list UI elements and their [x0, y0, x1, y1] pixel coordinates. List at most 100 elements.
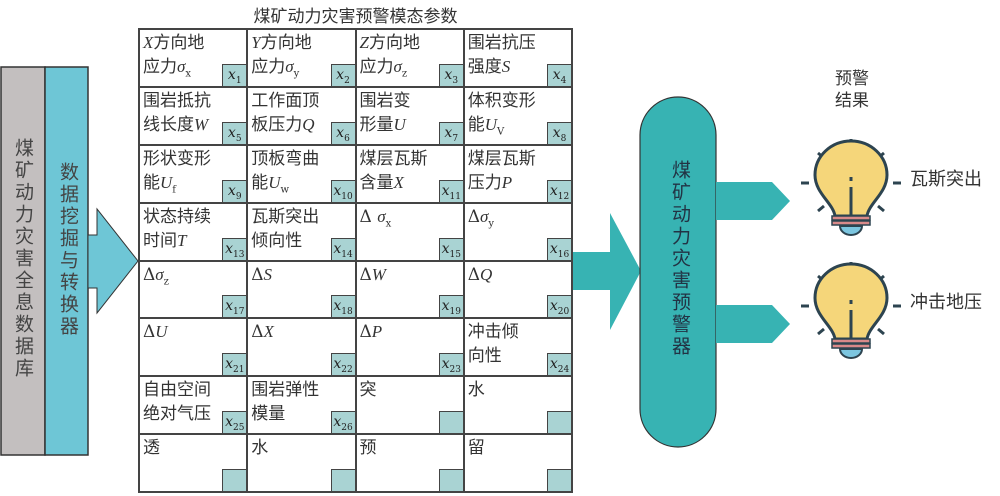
text-segment: 顶板弯曲	[251, 148, 320, 169]
parameter-cell: 留	[463, 434, 572, 492]
subscript: x	[385, 218, 392, 230]
variable-badge: x2	[330, 63, 355, 86]
variable-badge: x8	[547, 121, 571, 144]
cell-text: ΔS	[251, 263, 351, 287]
text-segment: S	[501, 57, 511, 76]
subscript: x	[185, 68, 192, 80]
cell-text: 状态持续	[143, 205, 243, 229]
cell-text: 应力σy	[251, 55, 351, 86]
parameter-cell: 预	[355, 434, 464, 492]
subscript: V	[497, 126, 505, 138]
text-segment: 水	[251, 438, 269, 459]
variable-badge: x1	[222, 63, 247, 86]
cell-text: 水	[251, 436, 351, 460]
variable-badge: x19	[438, 295, 463, 318]
variable-badge: x13	[222, 237, 247, 260]
text-segment: 能	[143, 172, 160, 193]
variable-badge: x10	[330, 179, 355, 202]
text-segment: Δ	[251, 322, 264, 343]
cell-text: 板压力Q	[251, 113, 351, 137]
cell-text: 时间T	[143, 229, 243, 253]
text-segment: 水	[467, 380, 485, 401]
cell-text: Δ σx	[360, 205, 460, 236]
cell-text: 能Uw	[251, 171, 351, 202]
cell-text: 压力P	[468, 171, 568, 195]
subscript: w	[280, 184, 290, 196]
variable-badge: x20	[547, 295, 571, 318]
cell-text: 突	[360, 378, 460, 402]
variable-badge	[438, 469, 463, 491]
variable-badge: x3	[438, 63, 463, 86]
grid-to-predictor-arrow	[573, 213, 641, 330]
text-segment: 围岩弹性	[251, 380, 320, 401]
subscript: y	[293, 68, 300, 80]
text-segment: 煤层瓦斯	[467, 148, 536, 169]
output-arrow-gas	[716, 182, 790, 220]
variable-badge: x11	[438, 179, 463, 202]
text-segment: Δ	[359, 264, 372, 285]
cell-text: 线长度W	[143, 113, 243, 137]
text-segment: U	[393, 114, 406, 134]
input-arrow	[87, 207, 139, 315]
text-segment: 工作面顶	[251, 90, 320, 111]
text-segment: 倾向性	[251, 230, 303, 251]
text-segment: Δ	[251, 264, 264, 285]
variable-badge: x6	[330, 121, 355, 144]
text-segment: Q	[302, 114, 315, 134]
text-segment: σ	[480, 206, 489, 226]
text-segment: σ	[377, 206, 386, 226]
parameter-cell: ΔU x21	[139, 318, 248, 377]
cell-text: 围岩弹性	[251, 378, 351, 402]
text-segment: 板压力	[251, 114, 303, 135]
text-segment: σ	[177, 57, 186, 76]
result-gas-outburst: 瓦斯突出	[910, 169, 982, 190]
text-segment: 煤层瓦斯	[359, 148, 428, 169]
text-segment: 应力	[143, 57, 177, 77]
text-segment: 方向地	[368, 33, 420, 53]
parameter-cell: 透	[139, 434, 248, 492]
text-segment: 围岩抗压	[467, 33, 536, 53]
cell-text: 自由空间	[143, 378, 243, 402]
variable-badge: x22	[330, 353, 355, 376]
bulb-rockburst-icon	[801, 262, 901, 359]
variable-badge: x18	[330, 295, 355, 318]
cell-text: 煤层瓦斯	[468, 147, 568, 171]
cell-text: 体积变形	[468, 89, 568, 113]
text-segment: 围岩变	[359, 90, 411, 111]
cell-text: 顶板弯曲	[251, 147, 351, 171]
text-segment: 状态持续	[143, 206, 211, 227]
cell-text: 含量X	[360, 171, 460, 195]
cell-text: 形量U	[360, 113, 460, 137]
cell-text: ΔQ	[468, 263, 568, 287]
cell-text: Z方向地	[360, 31, 460, 55]
variable-badge: x5	[222, 121, 247, 144]
cell-text: 应力σx	[143, 55, 243, 86]
cell-text: 水	[468, 378, 568, 402]
cell-text: ΔU	[143, 320, 243, 344]
text-segment: 强度	[467, 57, 502, 77]
text-segment: Q	[480, 264, 493, 284]
text-segment: 线长度	[143, 114, 194, 135]
variable-badge: x21	[222, 353, 247, 376]
variable-badge: x25	[222, 411, 247, 434]
text-segment: 时间	[143, 230, 177, 251]
cell-text: 瓦斯突出	[251, 205, 351, 229]
text-segment: 绝对气压	[143, 404, 211, 425]
parameter-cell: ΔS x18	[247, 260, 356, 319]
text-segment: Δ	[359, 206, 378, 227]
text-segment: U	[484, 114, 498, 134]
cell-text: 围岩变	[360, 89, 460, 113]
cell-text: Δσz	[143, 263, 243, 294]
